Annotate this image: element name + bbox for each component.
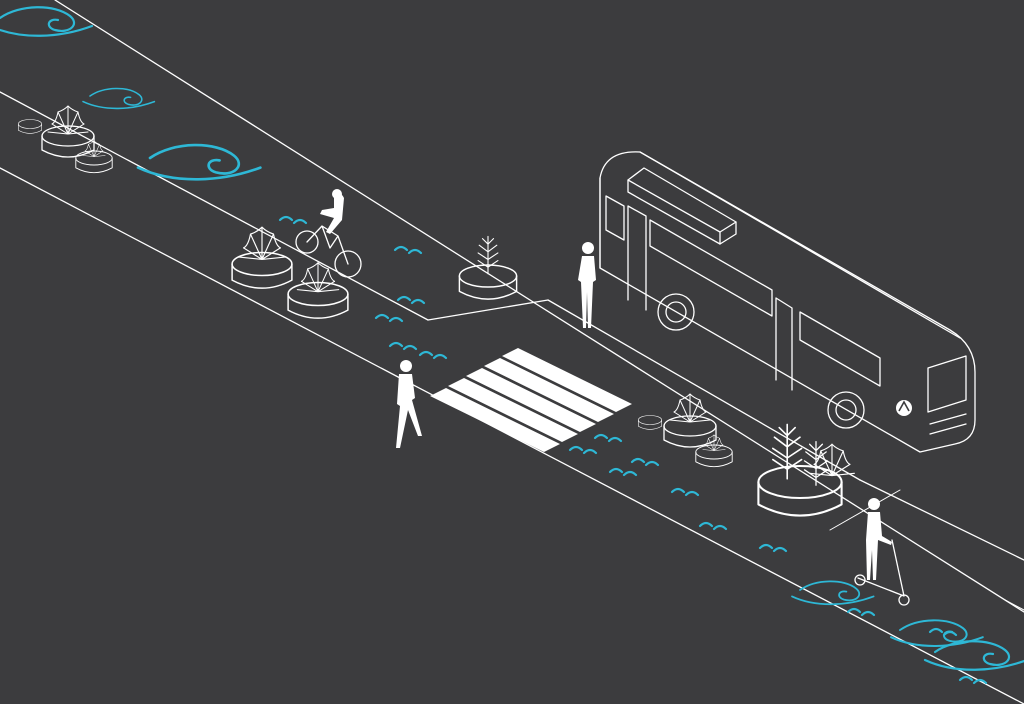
planter-icon [18, 119, 42, 134]
scooter-rider-icon [854, 498, 910, 606]
planter-group-mid-left [231, 226, 349, 319]
standing-person-icon [578, 242, 596, 328]
bus-logo-icon [896, 400, 912, 416]
planter-icon [458, 235, 518, 300]
planter-icon [75, 140, 113, 174]
planter-group-top-left [18, 105, 113, 174]
crosswalk-icon [430, 348, 632, 452]
cyclist-icon [295, 189, 362, 278]
walking-person-icon [396, 360, 422, 448]
planter-icon [638, 415, 662, 430]
planter-group-right [638, 393, 733, 468]
planter-icon [695, 434, 733, 468]
planter-icon [287, 262, 349, 319]
planter-icon [41, 105, 95, 158]
planter-group-far-right [757, 423, 855, 517]
planter-icon [231, 226, 293, 289]
planter-icon [757, 423, 855, 517]
bus-icon [599, 151, 976, 453]
